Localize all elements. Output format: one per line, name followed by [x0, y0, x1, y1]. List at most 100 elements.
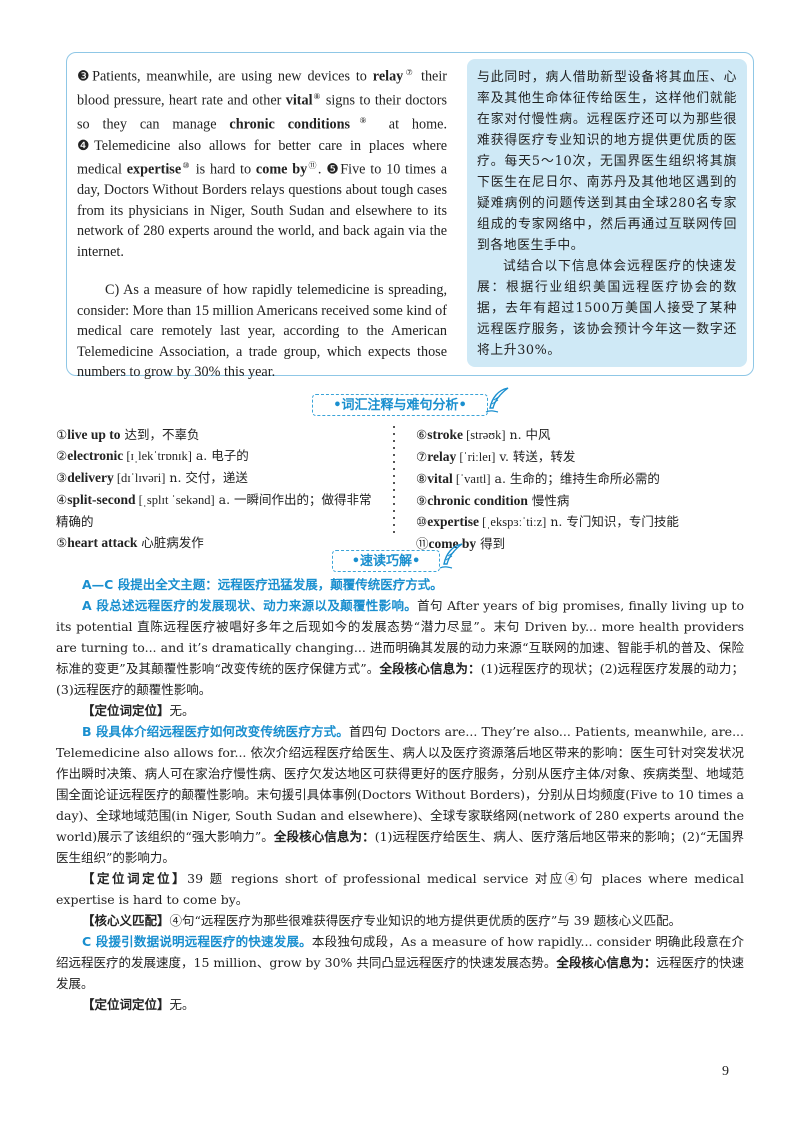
para-b-locate-label: 【定位词定位】 [82, 871, 188, 886]
vocab-word: live up to [67, 427, 121, 442]
vocab-item: ⑥stroke [strəʊk] n. 中风 [416, 424, 746, 446]
vocab-item: ④split-second [ˌsplɪt ˈsekənd] a. 一瞬间作出的… [56, 489, 376, 532]
passage-translation: 与此同时，病人借助新型设备将其血压、心率及其他生命体征传给医生，这样他们就能在家… [467, 59, 747, 367]
passage-english: ❸Patients, meanwhile, are using new devi… [77, 63, 447, 383]
vocab-number: ⑧ [416, 471, 428, 486]
vocab-phonetic: [ˈvaɪtl] [452, 472, 491, 486]
vocab-word: electronic [67, 448, 124, 463]
vocab-keyword: come by [255, 161, 308, 178]
vocab-item: ⑧vital [ˈvaɪtl] a. 生命的；维持生命所必需的 [416, 468, 746, 490]
page-number: 9 [722, 1064, 729, 1079]
vocab-phonetic: [ˌekspɜːˈtiːz] [478, 515, 547, 529]
passage-text: . [317, 161, 327, 178]
vocab-word: expertise [427, 514, 479, 529]
quill-icon [439, 543, 463, 569]
para-b-heading: B 段具体介绍远程医疗如何改变传统医疗方式。 [82, 724, 349, 739]
vocab-word: vital [427, 471, 453, 486]
para-c-heading: C 段援引数据说明远程医疗的快速发展。 [82, 934, 312, 949]
vocab-number: ⑪ [416, 536, 429, 551]
vocab-number: ⑦ [416, 449, 428, 464]
passage-text: is hard to [190, 161, 256, 178]
passage-text: their blood pressure, heart rate and oth… [77, 68, 448, 109]
note-marker: ⑧ [312, 92, 322, 102]
vocab-number: ④ [56, 492, 68, 507]
para-c-locate-label: 【定位词定位】 [82, 997, 170, 1012]
vocab-keyword: chronic conditions [229, 117, 351, 134]
vocab-item: ⑪come by 得到 [416, 533, 746, 554]
para-b-core-label: 全段核心信息为： [273, 829, 375, 844]
vocab-word: relay [427, 449, 457, 464]
vocab-divider [393, 426, 395, 538]
vocab-word: stroke [427, 427, 463, 442]
analysis-heading: A—C 段提出全文主题：远程医疗迅猛发展，颠覆传统医疗方式。 [82, 577, 443, 592]
passage-text: ❹ [77, 137, 95, 154]
note-marker: ⑪ [307, 161, 318, 171]
para-b-match: ④句“远程医疗为那些很难获得医疗专业知识的地方提供更优质的医疗”与 39 题核心… [169, 913, 682, 928]
vocab-phonetic: [ˌsplɪt ˈsekənd] [135, 493, 215, 507]
vocab-column-right: ⑥stroke [strəʊk] n. 中风 ⑦relay [ˈriːleɪ] v… [416, 424, 746, 554]
speed-reading-banner: •速读巧解• [332, 550, 440, 572]
passage-text: signs to their doctors so they can manag… [77, 92, 447, 134]
note-marker: ⑦ [403, 68, 416, 77]
vocab-definition: n. 专门知识，专门技能 [546, 514, 679, 529]
translation-b: 与此同时，病人借助新型设备将其血压、心率及其他生命体征传给医生，这样他们就能在家… [477, 70, 737, 253]
para-a-locate: 无。 [169, 703, 195, 718]
vocab-word: delivery [67, 470, 114, 485]
quill-icon [485, 387, 509, 413]
vocab-definition: a. 生命的；维持生命所必需的 [490, 471, 660, 486]
para-a-body: 首句 After years of big promises, finally … [56, 598, 744, 676]
vocab-word: come by [428, 536, 477, 551]
passage-text: Telemedicine also allows for better care… [77, 137, 447, 178]
para-a-locate-label: 【定位词定位】 [82, 703, 170, 718]
vocab-definition: n. 中风 [505, 427, 551, 442]
para-b-body: 首四句 Doctors are... They’re also... Patie… [56, 724, 744, 844]
para-b-core: (1)远程医疗给医生、病人、医疗落后地区带来的影响；(2)“无国界医生组织”的影… [56, 829, 744, 865]
vocab-definition: 心脏病发作 [137, 535, 204, 550]
vocab-keyword: relay [372, 68, 404, 85]
para-a-core-label: 全段核心信息为： [379, 661, 481, 676]
para-a-heading: A 段总述远程医疗的发展现状、动力来源以及颠覆性影响。 [82, 598, 418, 613]
para-a-core: (1)远程医疗的现状；(2)远程医疗发展的动力；(3)远程医疗的颠覆性影响。 [56, 661, 744, 697]
vocab-phonetic: [ɪˌlekˈtrɒnɪk] [123, 449, 192, 463]
para-c-locate: 无。 [169, 997, 195, 1012]
vocab-definition: v. 转送，转发 [495, 449, 576, 464]
vocab-number: ① [56, 427, 68, 442]
vocab-number: ② [56, 448, 68, 463]
vocab-keyword: vital [285, 92, 313, 109]
passage-text: ❺ [326, 161, 341, 178]
para-c-body: 本段独句成段，As a measure of how rapidly... co… [56, 934, 744, 970]
vocab-banner: •词汇注释与难句分析• [312, 394, 488, 416]
translation-c: 试结合以下信息体会远程医疗的快速发展：根据行业组织美国远程医疗协会的数据，去年有… [477, 259, 737, 358]
vocab-number: ⑨ [416, 493, 428, 508]
vocab-item: ⑨chronic condition 慢性病 [416, 490, 746, 511]
vocab-definition: a. 一瞬间作出的；做得非常精确的 [56, 492, 372, 529]
para-c-core: 远程医疗的快速发展。 [56, 955, 744, 991]
vocab-number: ⑩ [416, 514, 428, 529]
vocab-phonetic: [strəʊk] [462, 428, 506, 442]
vocab-item: ①live up to 达到，不辜负 [56, 424, 376, 445]
vocab-item: ②electronic [ɪˌlekˈtrɒnɪk] a. 电子的 [56, 445, 376, 467]
vocab-number: ⑥ [416, 427, 428, 442]
paragraph-b: ❸Patients, meanwhile, are using new devi… [77, 63, 447, 262]
note-marker: ⑩ [181, 161, 191, 171]
passage-box: ❸Patients, meanwhile, are using new devi… [66, 52, 754, 380]
vocab-item: ③delivery [dɪˈlɪvəri] n. 交付，递送 [56, 467, 376, 489]
vocab-definition: 达到，不辜负 [120, 427, 200, 442]
passage-text: Patients, meanwhile, are using new devic… [92, 68, 373, 85]
analysis-section: A—C 段提出全文主题：远程医疗迅猛发展，颠覆传统医疗方式。 A 段总述远程医疗… [56, 574, 744, 1015]
vocab-word: chronic condition [427, 493, 528, 508]
vocab-item: ⑩expertise [ˌekspɜːˈtiːz] n. 专门知识，专门技能 [416, 511, 746, 533]
note-marker: ⑨ [350, 116, 376, 126]
paragraph-c: C) As a measure of how rapidly telemedic… [77, 282, 447, 381]
para-b-locate: 39 题 regions short of professional medic… [56, 871, 744, 907]
passage-text: Five to 10 times a day, Doctors Without … [77, 161, 448, 260]
vocab-item: ⑤heart attack 心脏病发作 [56, 532, 376, 553]
vocab-word: heart attack [67, 535, 138, 550]
vocab-phonetic: [ˈriːleɪ] [456, 450, 496, 464]
para-c-core-label: 全段核心信息为： [556, 955, 657, 970]
vocab-definition: 得到 [476, 536, 506, 551]
vocab-word: split-second [67, 492, 136, 507]
vocab-number: ③ [56, 470, 68, 485]
vocab-definition: n. 交付，递送 [165, 470, 248, 485]
